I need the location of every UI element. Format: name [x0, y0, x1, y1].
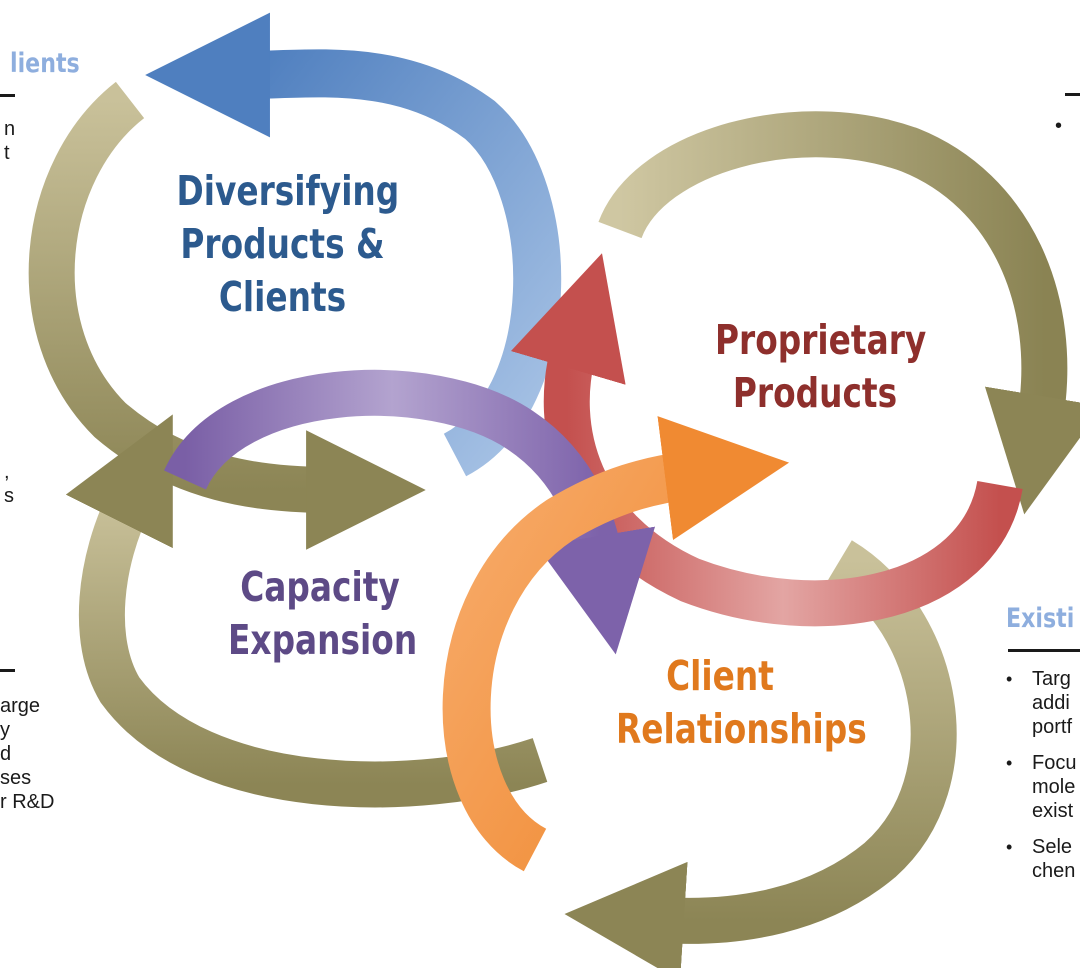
left-panel-bottom-text: arge y d ses r R&D [0, 695, 55, 813]
right-panel-bullet-item: Sele chen [1000, 835, 1076, 883]
left-panel-rule-top [0, 94, 15, 97]
right-panel-bullet-list: Targ addi portf Focu mole exist Sele che… [1000, 667, 1076, 895]
left-panel-rule-bottom [0, 669, 15, 672]
olive-arrow-bottom-left [65, 414, 548, 808]
red-arrow [510, 253, 1023, 627]
right-panel-bullet-item: Focu mole exist [1000, 751, 1076, 823]
olive-arrow-top-right [598, 111, 1080, 515]
cycle-label-proprietary: Proprietary Products [715, 316, 927, 417]
right-panel-heading: Existi [1006, 603, 1075, 634]
orange-arrow [442, 416, 790, 872]
left-panel-middle-text: , s [4, 461, 14, 507]
olive-arrow-top-left [28, 81, 426, 550]
left-panel-top-text: n t [4, 118, 16, 164]
right-panel-top-bullet: • [1055, 115, 1063, 137]
right-panel-rule [1008, 649, 1080, 652]
left-panel-heading: lients [10, 48, 80, 79]
cycle-label-capacity: Capacity Expansion [228, 563, 418, 664]
olive-arrow-bottom-right [564, 540, 957, 968]
right-panel-bullet-item: Targ addi portf [1000, 667, 1076, 739]
cycle-label-client: Client Relationships [616, 652, 867, 753]
cycle-label-diversifying: Diversifying Products & Clients [176, 167, 400, 321]
right-panel-rule-top [1065, 93, 1080, 96]
